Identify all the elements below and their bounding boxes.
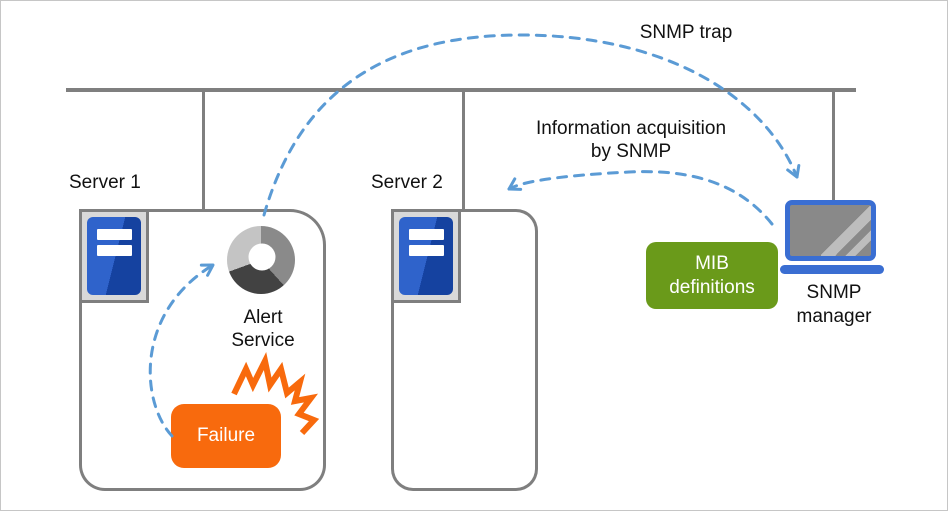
- manager-drop-line: [832, 92, 835, 202]
- mib-line2: definitions: [669, 276, 755, 298]
- info-acquisition-line2: by SNMP: [590, 141, 672, 162]
- server-tower: [399, 217, 453, 295]
- server1-drop-line: [202, 92, 205, 210]
- server-slot: [409, 245, 444, 256]
- server-tower: [87, 217, 141, 295]
- server1-server-icon: [79, 209, 149, 303]
- mib-definitions-box: MIB definitions: [646, 242, 778, 309]
- server2-title: Server 2: [371, 172, 443, 193]
- info-acquisition-line1: Information acquisition: [535, 118, 727, 139]
- info-acquisition-arrow: [507, 170, 774, 226]
- failure-label: Failure: [196, 425, 256, 446]
- info-acquisition-label: Information acquisition by SNMP: [501, 117, 761, 163]
- snmp-manager-line2: manager: [796, 306, 872, 327]
- server-slot: [409, 229, 444, 240]
- donut-hole: [248, 243, 276, 271]
- mib-line1: MIB: [695, 252, 729, 274]
- server2-drop-line: [462, 92, 465, 210]
- server-slot: [97, 229, 132, 240]
- laptop-icon: [785, 200, 876, 261]
- failure-box: Failure: [171, 404, 281, 468]
- alert-service-line1: Alert: [243, 307, 283, 328]
- server1-title: Server 1: [69, 172, 141, 193]
- server-slot: [97, 245, 132, 256]
- alert-service-donut-icon: [227, 226, 295, 294]
- snmp-manager-label: SNMP manager: [774, 281, 894, 329]
- network-bus-line: [66, 88, 856, 92]
- snmp-manager-line1: SNMP: [806, 282, 862, 303]
- snmp-trap-label: SNMP trap: [639, 22, 733, 43]
- laptop-base: [780, 265, 884, 274]
- alert-service-label: Alert Service: [213, 306, 313, 352]
- server2-server-icon: [391, 209, 461, 303]
- alert-service-line2: Service: [231, 330, 295, 351]
- laptop-screen-glare: [821, 206, 871, 256]
